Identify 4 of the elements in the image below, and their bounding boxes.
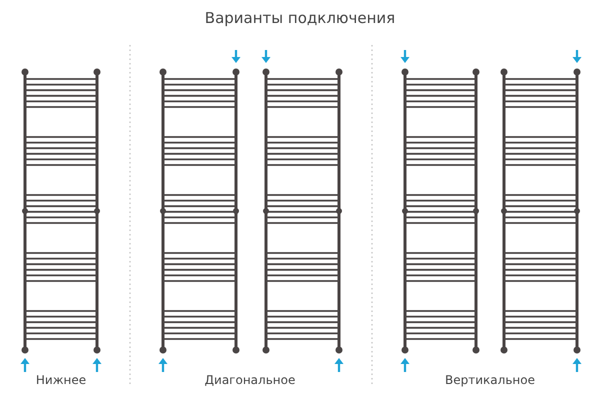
variant-label: Нижнее	[36, 373, 86, 387]
title: Варианты подключения	[204, 9, 396, 27]
variant-label: Вертикальное	[445, 373, 535, 387]
variant-label: Диагональное	[204, 373, 296, 387]
